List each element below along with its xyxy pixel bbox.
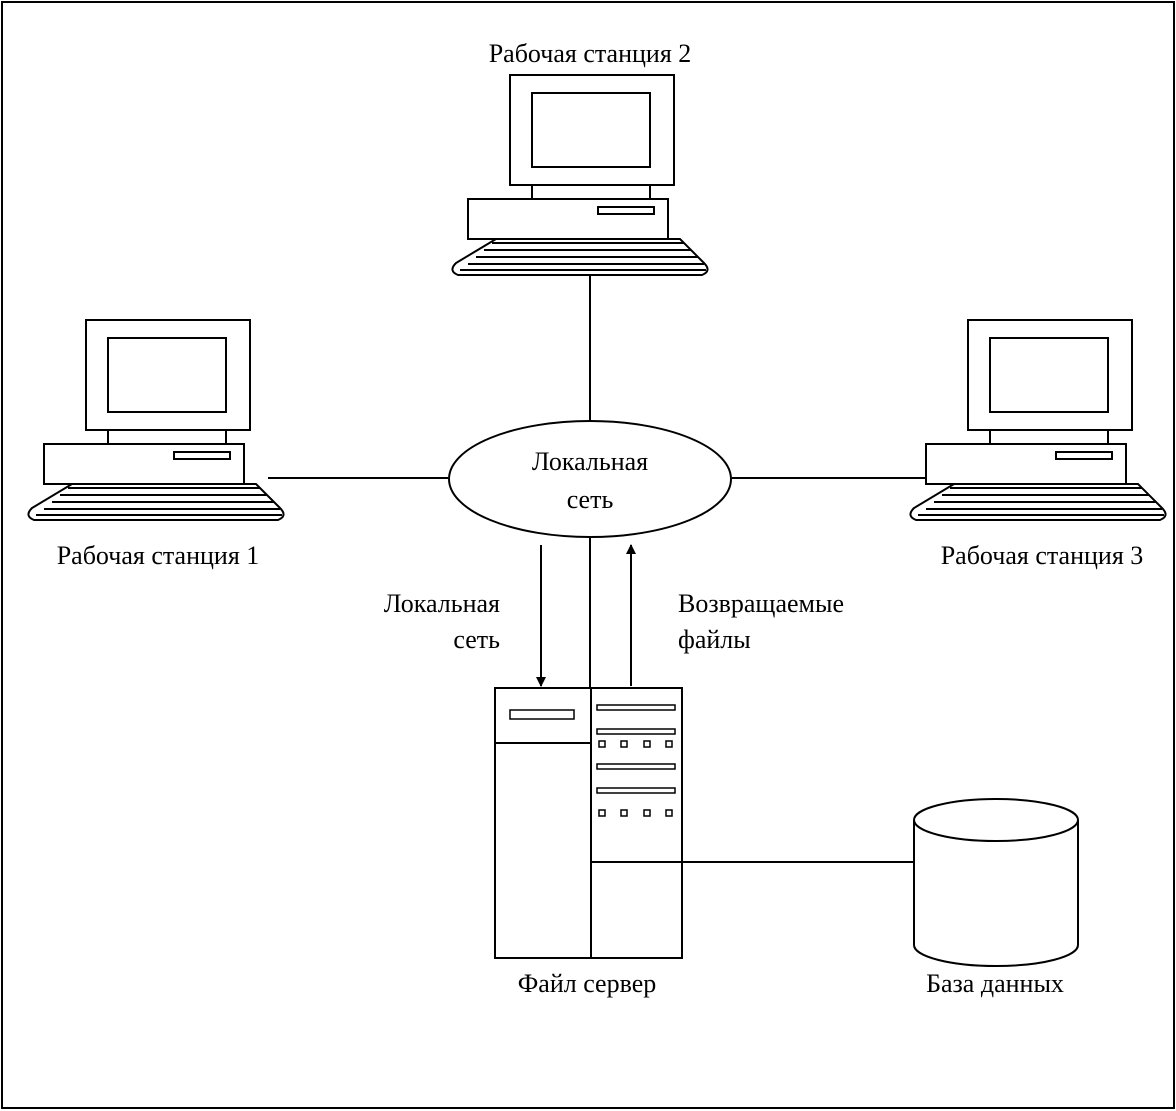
response-flow: Возвращаемые файлы (626, 544, 844, 686)
server-icon (494, 687, 683, 959)
file-server: Файл сервер (494, 687, 683, 998)
database: База данных (913, 798, 1079, 998)
workstation-2-label: Рабочая станция 2 (489, 39, 692, 68)
network-label-line1: Локальная (532, 447, 648, 476)
workstation-3: Рабочая станция 3 (909, 319, 1167, 570)
workstation-1-label: Рабочая станция 1 (57, 541, 260, 570)
request-label-line2: сеть (453, 625, 500, 654)
local-network-node: Локальная сеть (448, 420, 732, 538)
request-label-line1: Локальная (384, 589, 500, 618)
request-flow: Локальная сеть (384, 545, 546, 687)
computer-icon (27, 319, 285, 521)
workstation-2: Рабочая станция 2 (451, 39, 709, 276)
workstation-3-label: Рабочая станция 3 (941, 541, 1144, 570)
network-ellipse (448, 420, 732, 538)
network-label-line2: сеть (567, 485, 614, 514)
database-icon (913, 798, 1079, 967)
response-label-line1: Возвращаемые (678, 589, 844, 618)
database-label: База данных (926, 969, 1064, 998)
response-label-line2: файлы (678, 625, 751, 654)
computer-icon (909, 319, 1167, 521)
connection-lines (268, 275, 948, 863)
file-server-label: Файл сервер (518, 969, 657, 998)
computer-icon (451, 74, 709, 276)
workstation-1: Рабочая станция 1 (27, 319, 285, 570)
